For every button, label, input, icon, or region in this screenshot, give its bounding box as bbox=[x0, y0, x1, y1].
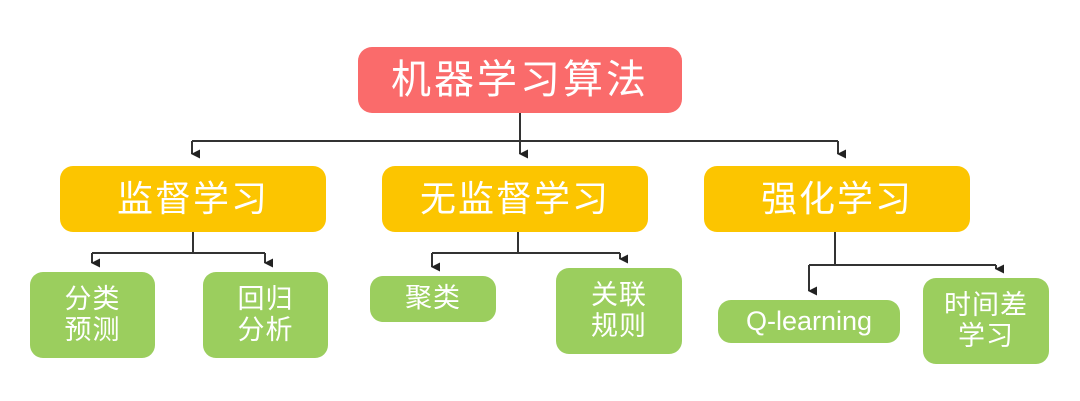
node-regression-analysis[interactable]: 回归 分析 bbox=[203, 272, 328, 358]
node-root-machine-learning-algorithms[interactable]: 机器学习算法 bbox=[358, 47, 682, 113]
node-q-learning[interactable]: Q-learning bbox=[718, 300, 900, 343]
node-supervised-learning[interactable]: 监督学习 bbox=[60, 166, 326, 232]
node-reinforcement-learning[interactable]: 强化学习 bbox=[704, 166, 970, 232]
node-clustering[interactable]: 聚类 bbox=[370, 276, 496, 322]
connector-unsupervised-to-leaves bbox=[431, 232, 628, 272]
connector-supervised-to-leaves bbox=[91, 232, 273, 268]
node-temporal-difference-learning[interactable]: 时间差 学习 bbox=[923, 278, 1049, 364]
node-association-rules[interactable]: 关联 规则 bbox=[556, 268, 682, 354]
connector-root-to-level2 bbox=[191, 113, 846, 159]
node-classification-prediction[interactable]: 分类 预测 bbox=[30, 272, 155, 358]
node-unsupervised-learning[interactable]: 无监督学习 bbox=[382, 166, 648, 232]
